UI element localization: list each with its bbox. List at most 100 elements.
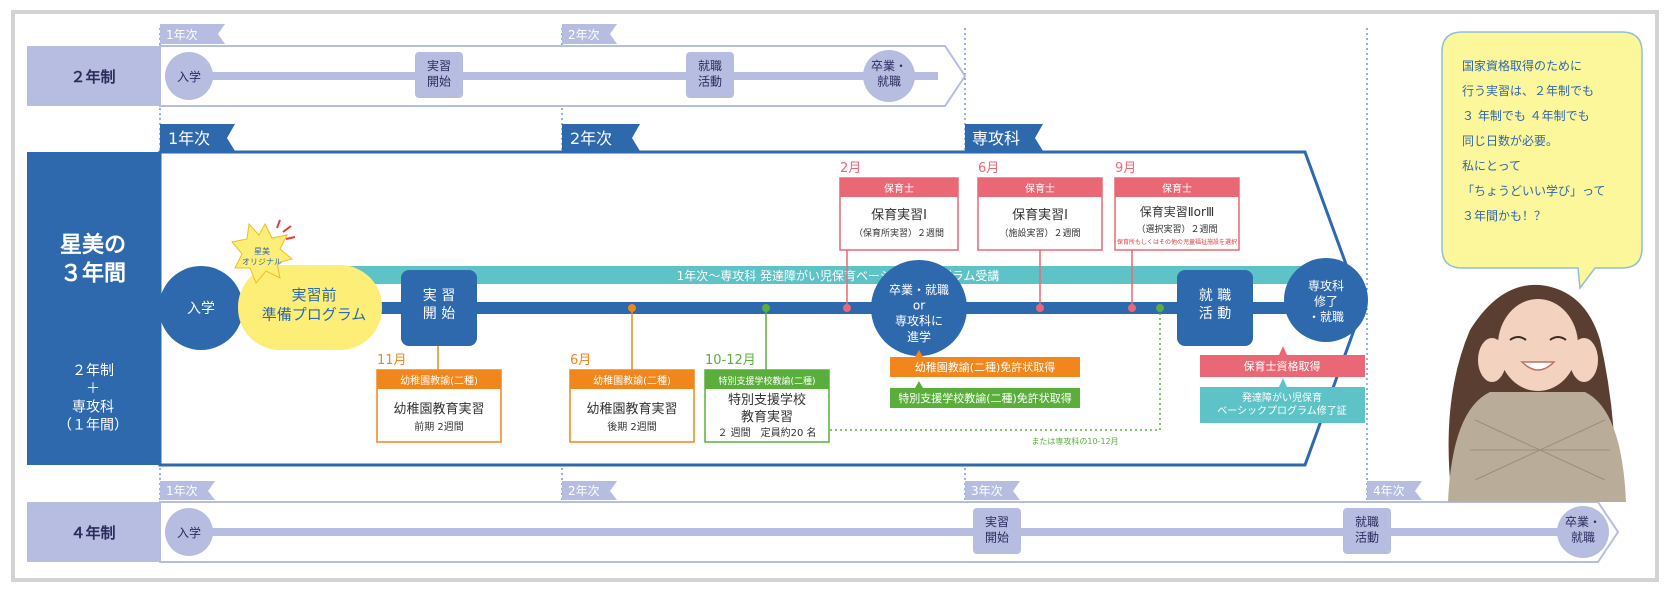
box-nursery-2-detail: （施設実習）２週間 [999, 227, 1080, 239]
box-kindergarten-1-month: 11月 [377, 353, 407, 368]
row-2year-year2: 2年次 [568, 28, 600, 42]
or-note: または専攻科の10-12月 [1031, 436, 1118, 446]
row-4year-enter: 入学 [177, 525, 201, 540]
row-4year-year3-tab [965, 481, 1020, 500]
row-3year: 1年次 2年次 専攻科 星美の３年間 ２年制＋専攻科（１年間） 1年次〜専攻科 … [27, 124, 1368, 467]
box-nursery-3-title: 保育実習ⅡorⅢ [1140, 204, 1214, 219]
qual-basic-bar [1200, 387, 1365, 423]
row-2year-label: ２年制 [70, 68, 115, 86]
license-kindergarten-pointer [915, 350, 923, 357]
box-nursery-2-head: 保育士 [1025, 182, 1055, 195]
row-4year-grad-circle [1557, 506, 1609, 558]
practicum-start-box [401, 270, 477, 346]
box-kindergarten-2-head: 幼稚園教諭(二種) [593, 374, 671, 387]
box-nursery-3: 9月 保育士 保育実習ⅡorⅢ （選択実習）２週間 保育所もしくはその他の児童福… [1114, 161, 1240, 251]
row-4year-job-box [1343, 508, 1391, 554]
box-kindergarten-1-head: 幼稚園教諭(二種) [400, 374, 478, 387]
row-4year-label: ４年制 [70, 524, 115, 542]
year-dividers [159, 28, 1368, 563]
license-kindergarten-label: 幼稚園教諭(二種)免許状取得 [915, 360, 1056, 374]
row-3year-year3-tab [965, 124, 1043, 151]
qual-nursery-bar [1200, 355, 1365, 377]
license-kindergarten-bar [890, 357, 1080, 377]
qual-basic-pointer [1279, 378, 1287, 387]
row-2year-enter: 入学 [177, 69, 201, 84]
box-nursery-1-month: 2月 [840, 161, 861, 176]
box-nursery-1: 2月 保育士 保育実習Ⅰ （保育所実習）２週間 [839, 161, 959, 251]
student-eye-right [1549, 336, 1567, 341]
row-4year-year4-tab [1367, 481, 1422, 500]
enter-label: 入学 [187, 301, 215, 317]
badge-sparkle-icon [276, 219, 296, 240]
row-2year-track [178, 72, 938, 80]
finish-circle [1284, 258, 1368, 342]
connectors [437, 250, 1161, 431]
row-4year-job: 就職活動 [1355, 515, 1379, 545]
row-4year: ４年制 1年次 2年次 3年次 4年次 入学 実習開始 就職活動 卒業・就職 [27, 481, 1620, 563]
license-special-bar [890, 388, 1080, 408]
practicum-start-label: 実 習開 始 [423, 288, 455, 322]
row-4year-year3: 3年次 [971, 484, 1003, 498]
finish-label: 専攻科修了・就職 [1308, 279, 1344, 324]
row-2year-start: 実習開始 [427, 58, 451, 89]
student-smile [1520, 361, 1556, 371]
speech-bubble-shape [1441, 31, 1643, 290]
qual-basic-label: 発達障がい児保育ベーシックプログラム修了証 [1217, 391, 1347, 417]
row-2year-label-bg [27, 46, 160, 106]
row-2year-year1: 1年次 [166, 28, 198, 42]
row-3year-label-bg [27, 152, 160, 465]
row-4year-year4: 4年次 [1373, 484, 1405, 498]
qual-nursery-pointer [1279, 346, 1287, 355]
row-4year-start: 実習開始 [985, 514, 1009, 545]
student-sweater [1448, 392, 1626, 502]
student-face [1498, 299, 1578, 391]
box-nursery-1-head: 保育士 [884, 182, 914, 195]
job-activity-label: 就 職活 動 [1199, 288, 1231, 322]
original-badge-label: 星美オリジナル [242, 246, 282, 266]
box-kindergarten-1-detail: 前期 2週間 [414, 420, 464, 433]
grad-circle [871, 260, 967, 356]
box-nursery-1-detail: （保育所実習）２週間 [854, 227, 944, 239]
student-eye-left [1509, 336, 1527, 341]
row-4year-track [178, 528, 1588, 536]
row-3year-year3: 専攻科 [972, 129, 1020, 148]
row-2year-year1-tab [160, 24, 225, 44]
speech-bubble-text: 国家資格取得のために行う実習は、２年制でも３ 年制でも ４年制でも同じ日数が必要… [1462, 58, 1605, 223]
row-3year-year2: 2年次 [570, 129, 612, 148]
box-nursery-2: 6月 保育士 保育実習Ⅰ （施設実習）２週間 [977, 161, 1103, 251]
prep-program-pill [238, 265, 382, 350]
row-2year-year2-tab [562, 24, 617, 44]
license-special-pointer [915, 381, 923, 388]
row-3year-year1-tab [160, 124, 235, 151]
box-nursery-3-head: 保育士 [1162, 182, 1192, 195]
row-3year-sublabel: ２年制＋専攻科（１年間） [58, 363, 128, 434]
prep-program-label: 実習前準備プログラム [262, 286, 367, 324]
license-special-label: 特別支援学校教諭(二種)免許状取得 [898, 391, 1072, 405]
row-2year: ２年制 1年次 2年次 入学 実習開始 就職活動 卒業・就職 [27, 24, 967, 107]
row-2year-enter-circle [165, 52, 213, 100]
row-2year-grad-circle [863, 50, 915, 102]
speech-bubble: 国家資格取得のために行う実習は、２年制でも３ 年制でも ４年制でも同じ日数が必要… [1441, 31, 1643, 290]
row-4year-year1-tab [160, 481, 215, 500]
row-3year-year1: 1年次 [168, 129, 210, 148]
basic-program-bar [348, 266, 1348, 284]
box-special-support-month: 10-12月 [705, 353, 756, 368]
row-4year-year2: 2年次 [568, 484, 600, 498]
row-4year-enter-circle [165, 508, 213, 556]
box-kindergarten-2-title: 幼稚園教育実習 [586, 401, 677, 417]
box-kindergarten-2-month: 6月 [570, 353, 591, 368]
row-2year-job-box [686, 52, 734, 98]
box-kindergarten-1: 11月 幼稚園教諭(二種) 幼稚園教育実習 前期 2週間 [376, 353, 502, 443]
row-2year-grad: 卒業・就職 [871, 59, 907, 89]
box-nursery-1-title: 保育実習Ⅰ [871, 207, 927, 223]
row-4year-grad: 卒業・就職 [1565, 515, 1601, 545]
job-activity-box [1177, 270, 1253, 346]
student-sweater-pattern [1470, 419, 1610, 481]
enter-circle [159, 266, 243, 350]
row-4year-year1: 1年次 [166, 484, 198, 498]
box-special-support-head: 特別支援学校教諭(二種) [718, 375, 815, 387]
box-nursery-2-title: 保育実習Ⅰ [1012, 207, 1068, 223]
